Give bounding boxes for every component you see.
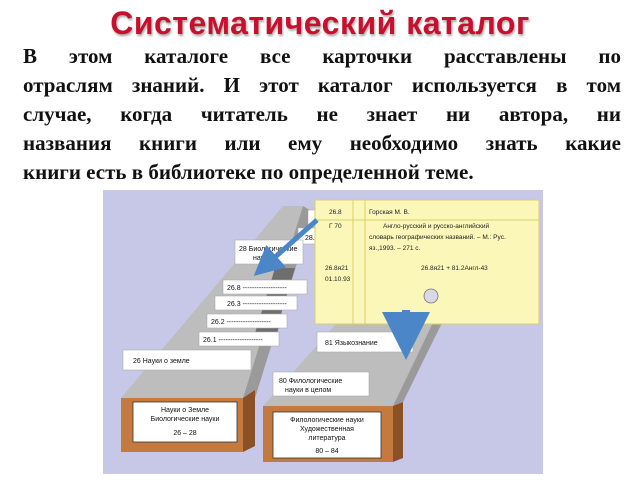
card-author-mark: Г 70 (329, 223, 342, 230)
guide-card-text: 80 Филологические (279, 378, 342, 385)
catalog-card (314, 199, 540, 325)
left-drawer-label: Биологические науки (151, 416, 220, 423)
guide-card-text: 26.1 ------------------- (203, 337, 264, 344)
arrow-to-left-drawer (253, 218, 319, 276)
left-drawer-range: 26 – 28 (173, 430, 196, 437)
guide-card-26-8 (222, 279, 308, 295)
catalog-illustration-svg: Науки о Земле Биологические науки 26 – 2… (103, 190, 543, 474)
paragraph-line: В этом каталоге все карточки расставлены… (23, 44, 621, 68)
right-drawer-front-side (393, 402, 403, 462)
guide-card-26-3 (214, 295, 298, 311)
card-description: словарь географических названий. – М.: Р… (369, 233, 506, 241)
guide-card-text: 26 Науки о земле (133, 358, 190, 365)
card-description: яз.,1993. – 271 с. (369, 245, 421, 252)
card-hole (423, 288, 439, 304)
page-title: Систематический каталог (110, 5, 530, 41)
guide-card-text: 81 Языкознание (325, 340, 378, 347)
catalog-illustration: Науки о Земле Биологические науки 26 – 2… (103, 190, 543, 474)
guide-card-text: 28.0 (305, 235, 319, 242)
paragraph-line: случае, когда читатель не знает ни автор… (23, 102, 621, 126)
description-paragraph: В этом каталоге все карточки расставлены… (23, 42, 621, 187)
card-date: 01.10.93 (325, 276, 351, 283)
right-drawer-label: литература (308, 435, 345, 442)
card-index: 26.8я21 (325, 265, 349, 272)
guide-card-80 (272, 371, 370, 397)
card-author: Горская М. В. (369, 209, 410, 216)
right-drawer-label: Художественная (300, 426, 354, 433)
guide-card-text: 26.2 ------------------- (211, 319, 272, 326)
guide-card-26-1 (198, 331, 280, 347)
paragraph-line: названия книги или ему необходимо знать … (23, 131, 621, 155)
paragraph-line: отраслям знаний. И этот каталог использу… (23, 73, 621, 97)
card-index-bottom: 26.8я21 + 81.2Англ-43 (421, 265, 488, 272)
guide-card-text: науки в целом (285, 387, 331, 394)
right-drawer-label-plate (272, 411, 382, 459)
left-drawer-label-plate (132, 401, 238, 443)
guide-card-26 (122, 349, 252, 371)
guide-card-text: 26.8 ------------------- (227, 285, 288, 292)
right-drawer-label: Филологические науки (290, 417, 364, 424)
paragraph-line: книги есть в библиотеке по определенной … (23, 160, 474, 184)
left-drawer-label: Науки о Земле (161, 407, 209, 414)
guide-card-26-2 (206, 313, 288, 329)
card-class-number: 26.8 (329, 209, 342, 216)
guide-card-text: 26.3 ------------------- (227, 301, 288, 308)
left-drawer-front-side (243, 390, 255, 452)
card-description: Англо-русский и русско-английский (383, 222, 489, 230)
right-drawer-range: 80 – 84 (315, 448, 338, 455)
